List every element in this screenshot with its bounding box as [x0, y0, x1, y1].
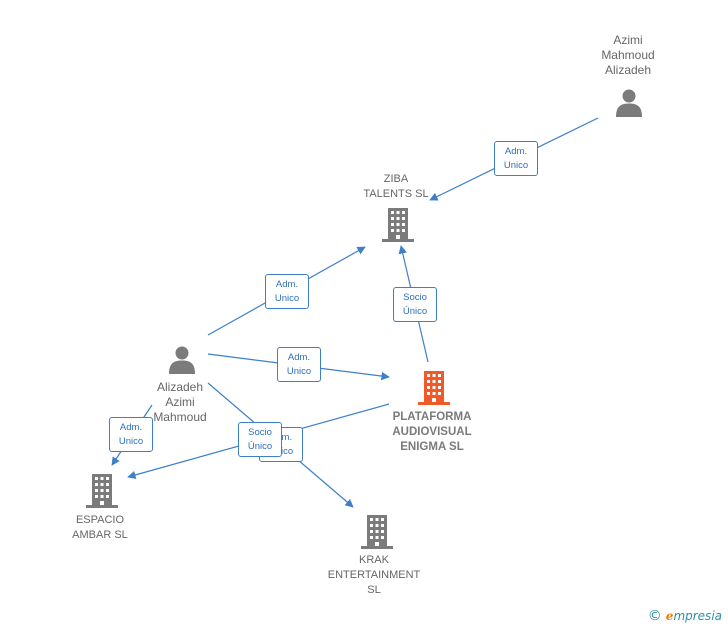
edge-label-line: Unico [503, 160, 529, 171]
building-icon [382, 208, 414, 242]
person-icon [616, 89, 642, 117]
edge-label-adm-unico: Adm. Unico [109, 417, 153, 452]
node-label-alizadeh-azimi-mahmoud[interactable]: Alizadeh Azimi Mahmoud [153, 380, 207, 424]
copyright-icon: © [647, 608, 662, 624]
edge-label-line: Unico [274, 293, 300, 304]
edge-label-line: Unico [286, 366, 312, 377]
edge-label-line: Adm. [287, 352, 311, 363]
edge-label-adm-unico: Adm. Unico [494, 141, 538, 176]
node-label-azimi-mahmoud-alizadeh[interactable]: Azimi Mahmoud Alizadeh [601, 33, 655, 77]
edge-label-line: Adm. [119, 422, 143, 433]
brand-rest: mpresia [673, 609, 722, 623]
node-label-espacio-ambar[interactable]: ESPACIO AMBAR SL [72, 514, 128, 541]
edge-label-line: Adm. [504, 146, 528, 157]
building-icon [86, 474, 118, 508]
node-label-ziba-talents[interactable]: ZIBA TALENTS SL [363, 173, 429, 200]
edge-label-adm-unico: Adm. Unico [277, 347, 321, 382]
node-label-plataforma-audiovisual-enigma[interactable]: PLATAFORMA AUDIOVISUAL ENIGMA SL [392, 411, 472, 453]
edge-label-line: Socio [403, 292, 427, 303]
edge-label-adm-unico: Adm. Unico [265, 274, 309, 309]
edge-label-line: Único [247, 441, 273, 452]
brand-e: e [665, 609, 674, 623]
edge-label-socio-unico: Socio Único [238, 422, 282, 457]
edge-label-line: Unico [118, 436, 144, 447]
edge-label-line: Adm. [275, 279, 299, 290]
node-label-krak-entertainment[interactable]: KRAK ENTERTAINMENT SL [327, 554, 421, 596]
edge-label-socio-unico: Socio Único [393, 287, 437, 322]
edge-label-line: Único [402, 306, 428, 317]
empresia-logo[interactable]: ©empresia [648, 608, 722, 624]
building-icon [361, 515, 393, 549]
building-icon [418, 371, 450, 405]
person-icon [169, 346, 195, 374]
edge-label-line: Socio [248, 427, 272, 438]
